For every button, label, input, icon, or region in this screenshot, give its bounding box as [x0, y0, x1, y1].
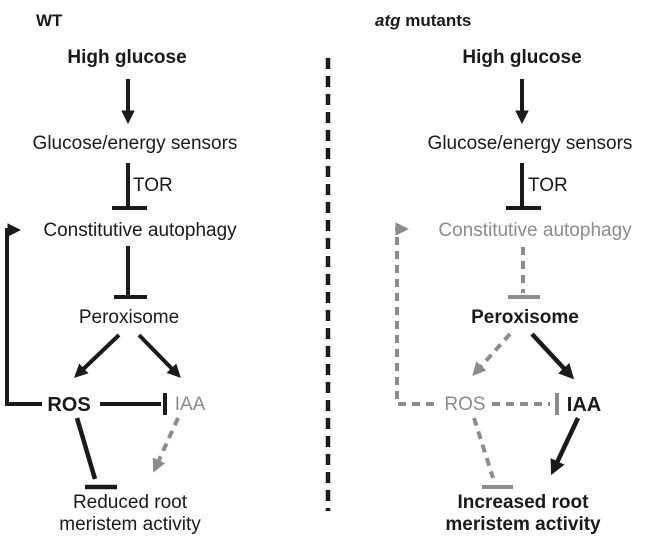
atg-node-iaa: IAA	[566, 394, 602, 416]
atg-node-constitutive-autophagy: Constitutive autophagy	[438, 220, 632, 241]
atg-connectors	[395, 79, 581, 489]
wt-outcome-line2: meristem activity	[59, 514, 201, 535]
atg-panel-title-gene: atg	[375, 11, 401, 30]
wt-node-peroxisome: Peroxisome	[78, 307, 180, 328]
wt-dashed-arrow-iaa-to-outcome	[152, 417, 180, 473]
atg-outcome-line2: meristem activity	[445, 514, 601, 535]
wt-node-high-glucose: High glucose	[67, 47, 187, 68]
atg-dashed-tbar-ros-to-outcome-stem	[472, 417, 495, 479]
wt-node-tor: TOR	[133, 175, 173, 196]
wt-arrow-peroxisome-to-ros	[74, 333, 121, 378]
wt-connectors	[5, 79, 181, 490]
atg-node-glucose-energy-sensors: Glucose/energy sensors	[427, 133, 633, 154]
atg-arrow-iaa-to-outcome	[550, 417, 581, 476]
atg-arrow-peroxisome-to-iaa	[530, 332, 575, 380]
atg-outcome-line1: Increased root	[457, 492, 589, 513]
wt-node-ros: ROS	[47, 394, 91, 416]
atg-panel-title: atg mutants	[375, 10, 471, 32]
wt-outcome-line1: Reduced root	[72, 492, 188, 513]
atg-dashed-arrow-peroxisome-to-ros	[472, 332, 512, 377]
atg-node-tor: TOR	[528, 175, 568, 196]
wt-panel-title: WT	[36, 11, 63, 30]
wt-feedback-ros-to-autophagy	[5, 223, 42, 406]
atg-panel-title-suffix: mutants	[400, 11, 472, 30]
wt-node-iaa: IAA	[174, 394, 206, 415]
wt-node-outcome: Reduced root meristem activity	[59, 492, 200, 536]
atg-node-outcome: Increased root meristem activity	[445, 492, 600, 536]
wt-arrow-peroxisome-to-iaa	[137, 333, 181, 378]
atg-node-high-glucose: High glucose	[462, 47, 582, 68]
wt-tbar-ros-to-outcome-stem	[74, 417, 98, 480]
wt-node-constitutive-autophagy: Constitutive autophagy	[43, 220, 237, 241]
atg-dashed-feedback-ros-to-autophagy	[395, 222, 434, 406]
wt-node-glucose-energy-sensors: Glucose/energy sensors	[32, 133, 238, 154]
atg-node-peroxisome: Peroxisome	[471, 307, 579, 328]
atg-node-ros: ROS	[444, 394, 486, 415]
